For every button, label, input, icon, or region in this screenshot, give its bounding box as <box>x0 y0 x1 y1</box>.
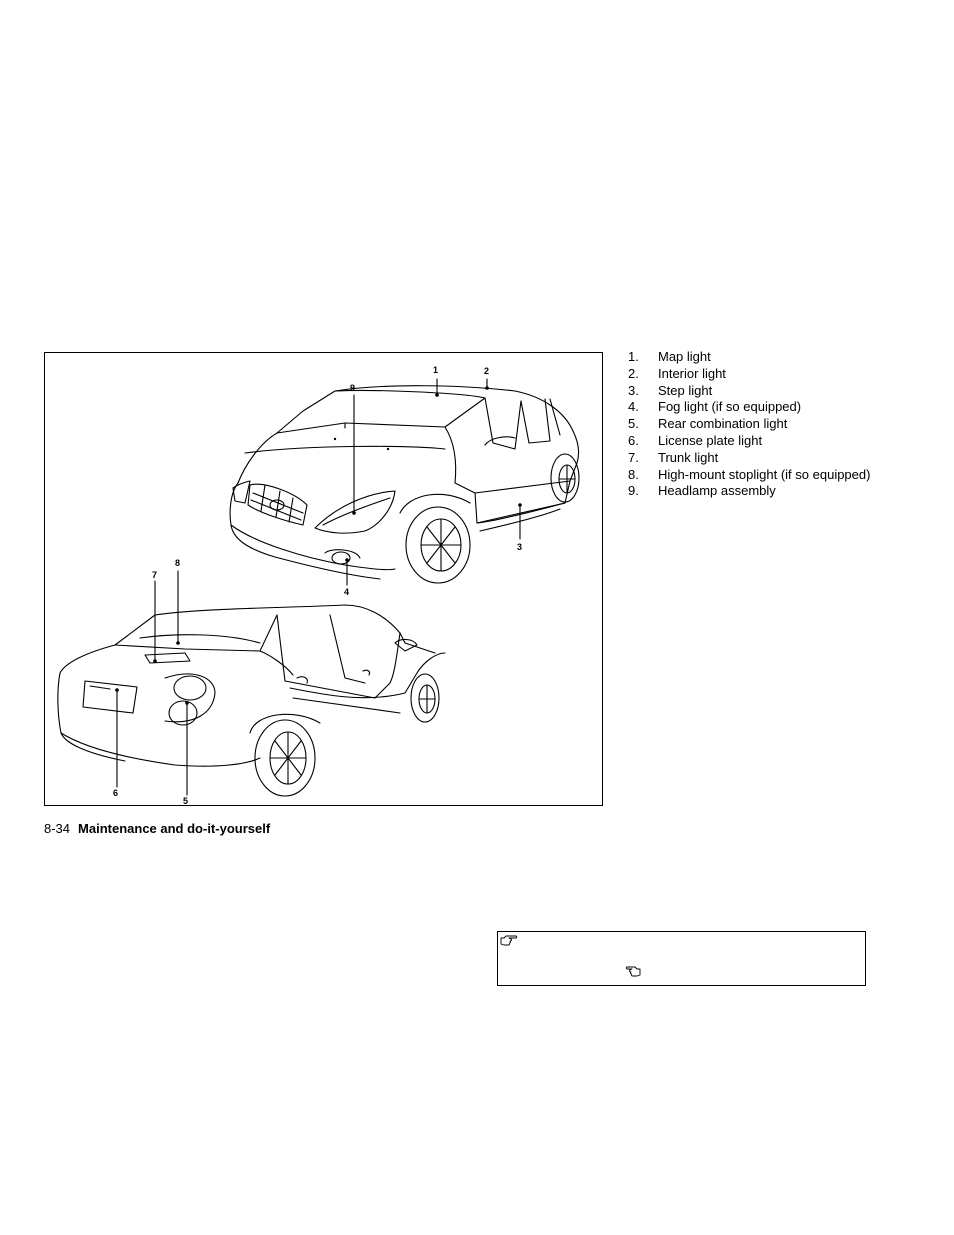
section-title: Maintenance and do-it-yourself <box>78 821 271 836</box>
reference-box <box>497 931 866 986</box>
callout-7: 7 <box>152 570 158 580</box>
callout-8: 8 <box>175 558 181 568</box>
legend-item: 5. Rear combination light <box>628 416 870 433</box>
legend-item: 7. Trunk light <box>628 450 870 467</box>
legend-item-label: Rear combination light <box>658 416 788 432</box>
callout-3: 3 <box>517 542 523 552</box>
legend-item-label: High-mount stoplight (if so equipped) <box>658 466 871 482</box>
legend-item: 1. Map light <box>628 349 870 366</box>
legend-item-number: 2. <box>628 365 639 381</box>
front-car-drawing <box>229 385 580 584</box>
callout-dots <box>115 386 522 705</box>
callout-4: 4 <box>344 587 350 597</box>
legend-item-label: Map light <box>658 349 711 364</box>
callout-leaders <box>116 378 521 796</box>
pointing-hand-icon <box>625 966 641 977</box>
rear-car-drawing <box>57 604 446 797</box>
legend-item: 8. High-mount stoplight (if so equipped) <box>628 467 870 484</box>
car-illustration <box>57 378 580 797</box>
legend-item-label: Fog light (if so equipped) <box>658 399 802 415</box>
callout-2: 2 <box>484 366 490 376</box>
callout-5: 5 <box>183 796 189 806</box>
callout-1: 1 <box>433 365 439 375</box>
light-locations-figure: 1 2 3 4 5 6 7 8 9 <box>44 352 603 806</box>
legend-item: 6. License plate light <box>628 433 870 450</box>
callout-9: 9 <box>350 383 356 393</box>
legend-item-number: 3. <box>628 382 639 398</box>
legend-item: 4. Fog light (if so equipped) <box>628 399 870 416</box>
legend-item-label: Interior light <box>658 365 726 381</box>
callout-6: 6 <box>113 788 119 798</box>
legend-item-number: 1. <box>628 349 639 364</box>
legend-item: 2. Interior light <box>628 366 870 383</box>
legend-item: 3. Step light <box>628 383 870 400</box>
legend-item: 9. Headlamp assembly <box>628 483 870 500</box>
legend-item-number: 4. <box>628 399 639 415</box>
page-footer: 8-34 Maintenance and do-it-yourself <box>44 821 270 837</box>
legend-item-label: License plate light <box>658 432 763 448</box>
legend-item-label: Step light <box>658 382 713 398</box>
legend-item-number: 9. <box>628 483 639 499</box>
light-legend-list: 1. Map light 2. Interior light 3. Step ligh… <box>628 349 870 500</box>
pointing-hand-icon <box>500 935 518 946</box>
legend-item-label: Trunk light <box>658 449 719 465</box>
legend-item-label: Headlamp assembly <box>658 483 776 499</box>
legend-item-number: 8. <box>628 466 639 482</box>
legend-item-number: 7. <box>628 449 639 465</box>
legend-item-number: 6. <box>628 432 639 448</box>
page-number: 8-34 <box>44 821 71 836</box>
legend-item-number: 5. <box>628 416 639 432</box>
